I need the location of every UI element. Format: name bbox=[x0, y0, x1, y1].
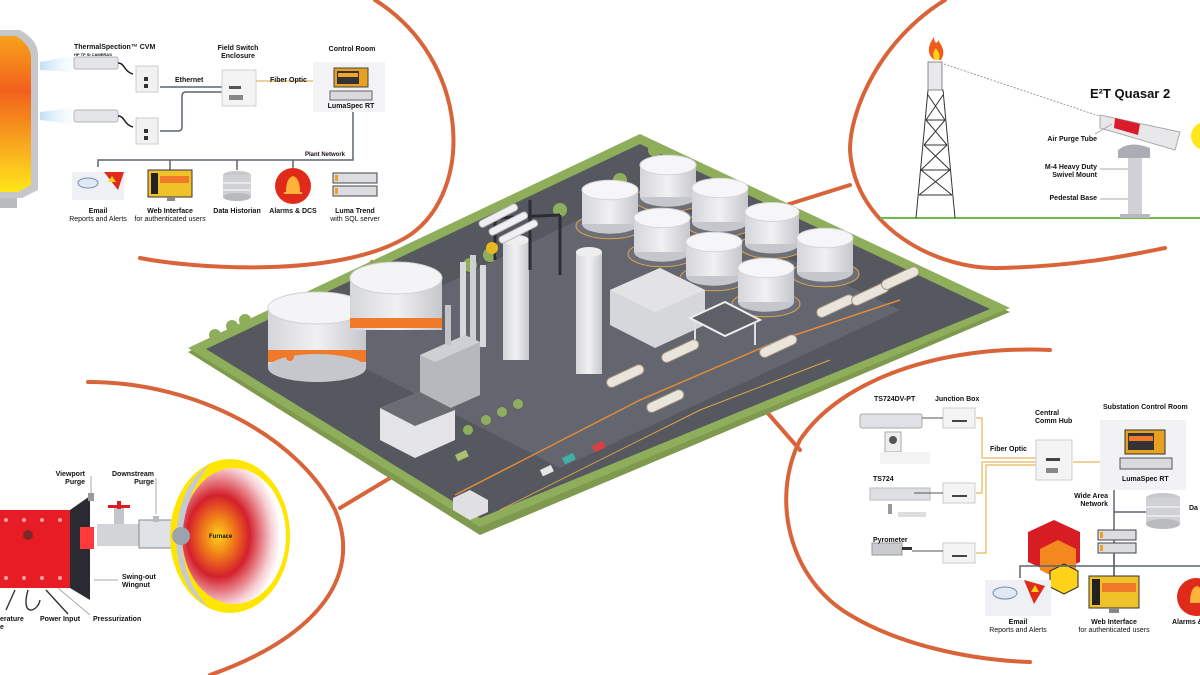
arc-bottom-left bbox=[86, 380, 346, 675]
substation-label: Substation Control Room bbox=[1103, 404, 1188, 411]
lumaspec-rt-icon bbox=[1119, 429, 1173, 470]
refinery-plant-illustration bbox=[188, 134, 1010, 535]
storage-tank bbox=[627, 207, 697, 268]
product-title: E²T Quasar 2 bbox=[1090, 86, 1171, 101]
lumaspec-label: LumaSpec RT bbox=[1122, 476, 1169, 483]
lumaspec-label: LumaSpec RT bbox=[327, 103, 375, 110]
central-comm-hub-label: Central Comm Hub bbox=[1035, 410, 1073, 425]
storage-tank-cluster bbox=[575, 154, 860, 318]
distillation-column bbox=[576, 247, 602, 374]
database-icon bbox=[223, 171, 251, 201]
ts724dv-pt-label: TS724DV-PT bbox=[874, 396, 916, 403]
alarm-bell-icon bbox=[275, 168, 311, 204]
monitor-icon bbox=[1088, 575, 1140, 613]
storage-tank bbox=[790, 227, 860, 288]
swivel-mount-label: M-4 Heavy Duty Swivel Mount bbox=[1044, 164, 1097, 179]
flare-tower-icon bbox=[915, 61, 956, 219]
pressurization-label: Pressurization bbox=[93, 616, 142, 623]
storage-tank-large bbox=[349, 261, 443, 330]
car bbox=[454, 449, 469, 462]
callout-top-right-art bbox=[880, 37, 1200, 219]
output-luma-trend: Luma Trend with SQL server bbox=[330, 208, 380, 223]
wan-label: Wide Area Network bbox=[1074, 493, 1108, 508]
output-email: Email Reports and Alerts bbox=[69, 208, 127, 223]
storage-tank bbox=[738, 202, 806, 259]
camera-icon bbox=[73, 109, 134, 128]
server-icon bbox=[332, 172, 378, 197]
air-purge-tube-label: Air Purge Tube bbox=[1047, 136, 1097, 143]
storage-tank-large bbox=[267, 291, 367, 382]
field-switch-label: Field Switch Enclosure bbox=[217, 45, 259, 60]
storage-tank bbox=[685, 177, 755, 238]
partial-sun-icon bbox=[1191, 122, 1200, 150]
fiber-optic-label: Fiber Optic bbox=[270, 77, 307, 84]
valve-icon bbox=[97, 501, 139, 546]
database-icon bbox=[1146, 493, 1180, 529]
power-input-label: Power Input bbox=[40, 616, 81, 623]
storage-tank bbox=[575, 179, 645, 240]
furnace-label: Furnace bbox=[209, 534, 233, 540]
junction-box-icon bbox=[135, 65, 159, 93]
output-web-interface: Web Interface for authenticated users bbox=[1078, 619, 1150, 634]
storage-tank bbox=[731, 257, 801, 318]
storage-tank bbox=[633, 154, 703, 213]
arc-top-left bbox=[138, 0, 456, 270]
loading-canopy bbox=[687, 300, 763, 345]
warehouse-building bbox=[610, 268, 705, 348]
lumaspec-rt-icon bbox=[329, 67, 373, 101]
ts724-label: TS724 bbox=[873, 476, 894, 483]
pedestal-base-label: Pedestal Base bbox=[1049, 195, 1097, 202]
pyrometer-quasar-icon bbox=[1099, 114, 1181, 218]
hexagon-logo-icon bbox=[1028, 520, 1080, 595]
tanker-truck bbox=[606, 266, 920, 413]
email-icon bbox=[72, 172, 124, 200]
output-data-historian: Data Historian bbox=[213, 208, 261, 215]
output-email: Email Reports and Alerts bbox=[989, 619, 1047, 634]
callout-top-left-art bbox=[0, 30, 385, 208]
junction-box-label: Junction Box bbox=[935, 396, 980, 403]
ptz-camera-icon bbox=[859, 413, 930, 464]
downstream-purge-label: Downstream Purge bbox=[111, 471, 154, 486]
storage-tank bbox=[679, 231, 749, 292]
camera-title: ThermalSpection™ CVM HP TP SI CAMERAS bbox=[74, 44, 156, 57]
junction-box-icon bbox=[942, 407, 976, 429]
alarm-bell-icon bbox=[1177, 578, 1200, 616]
plant-network-label: Plant Network bbox=[305, 152, 346, 158]
junction-box-icon bbox=[942, 542, 976, 564]
camera-icon bbox=[73, 56, 134, 75]
car bbox=[562, 452, 576, 465]
office-building bbox=[380, 392, 455, 458]
pyrometer-icon bbox=[871, 542, 912, 556]
pyrometer-label: Pyrometer bbox=[873, 537, 908, 544]
temperature-label: erature e bbox=[0, 616, 24, 631]
arc-top-right bbox=[847, 0, 1167, 271]
arc-bottom-right bbox=[784, 347, 1052, 664]
output-alarms: Alarms & bbox=[1172, 619, 1200, 626]
callout-bottom-left-art bbox=[0, 459, 290, 616]
output-web-interface: Web Interface for authenticated users bbox=[134, 208, 206, 223]
camera-icon bbox=[869, 487, 931, 517]
email-icon bbox=[985, 580, 1051, 616]
viewport-purge-label: Viewport Purge bbox=[55, 471, 85, 486]
junction-box-icon bbox=[135, 117, 159, 145]
central-hub-icon bbox=[1035, 439, 1073, 481]
enclosure-icon bbox=[0, 496, 94, 600]
data-historian-partial-label: Da bbox=[1189, 505, 1198, 512]
swing-out-wingnut-label: Swing-out Wingnut bbox=[122, 574, 156, 589]
car bbox=[592, 440, 606, 453]
monitor-icon bbox=[147, 169, 193, 201]
control-room-label: Control Room bbox=[328, 46, 376, 53]
distillation-column bbox=[503, 235, 529, 360]
field-switch-icon bbox=[221, 69, 257, 107]
output-alarms-dcs: Alarms & DCS bbox=[269, 208, 317, 215]
junction-box-icon bbox=[942, 482, 976, 504]
gatehouse bbox=[453, 490, 488, 520]
fiber-optic-label: Fiber Optic bbox=[990, 446, 1027, 453]
car bbox=[540, 464, 554, 477]
boiler-building bbox=[420, 305, 480, 415]
server-icon bbox=[1097, 529, 1137, 554]
ethernet-label: Ethernet bbox=[175, 77, 204, 84]
callout-bottom-right-art bbox=[859, 407, 1200, 616]
